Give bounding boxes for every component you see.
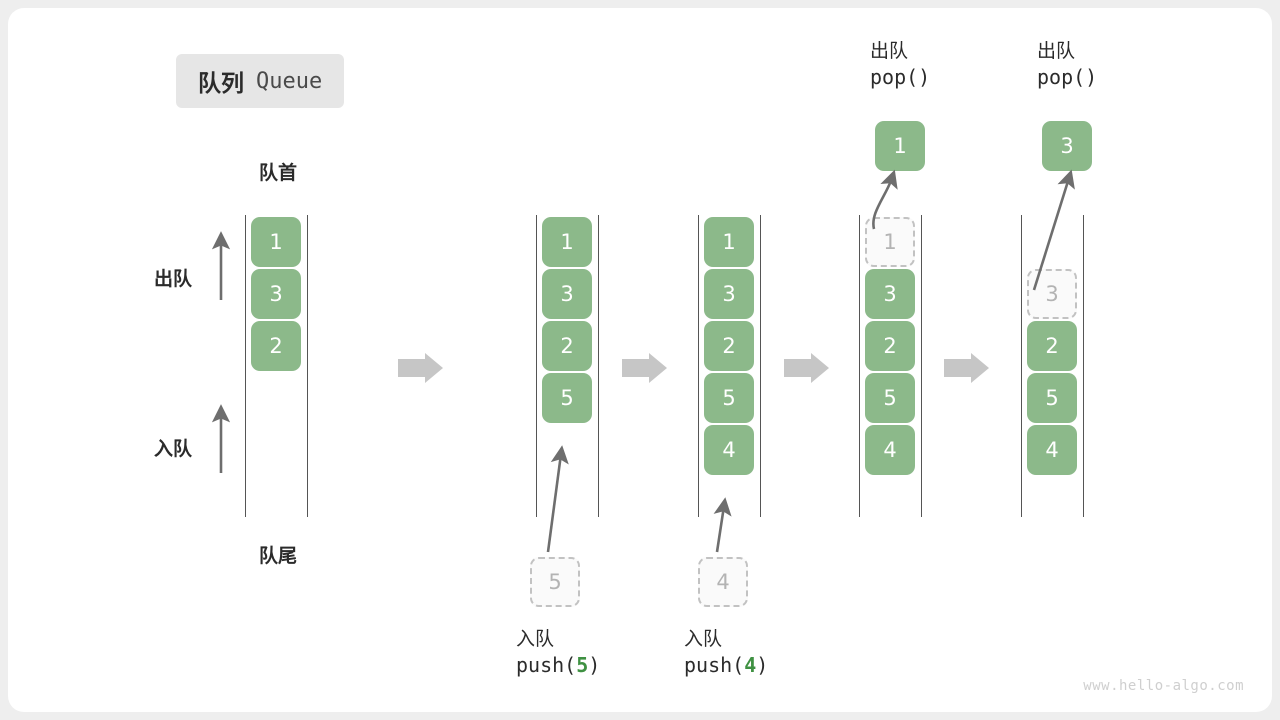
queue-cell: 2	[865, 321, 915, 371]
queue-rail-right	[307, 215, 308, 517]
queue-cell: 3	[1027, 269, 1077, 319]
title-english: Queue	[256, 68, 323, 94]
code-prefix: pop(	[1037, 64, 1086, 89]
code-prefix: push(	[516, 652, 577, 677]
code-argument: 5	[576, 652, 589, 677]
code-prefix: push(	[684, 652, 745, 677]
queue-cell: 3	[704, 269, 754, 319]
diagram-title-badge: 队列 Queue	[176, 54, 345, 108]
queue-cell: 2	[1027, 321, 1077, 371]
code-prefix: pop(	[870, 64, 919, 89]
watermark: www.hello-algo.com	[1083, 678, 1244, 694]
queue-cell: 1	[865, 217, 915, 267]
queue-cell: 4	[865, 425, 915, 475]
code-suffix: )	[588, 652, 601, 677]
queue-cell: 2	[542, 321, 592, 371]
queue-head-label: 队首	[258, 162, 297, 184]
queue-tail-label: 队尾	[258, 545, 297, 567]
queue-rail-right	[598, 215, 599, 517]
operation-label-code: push(5)	[516, 652, 600, 679]
step-transition-arrow	[398, 353, 443, 383]
push-source-cell: 4	[698, 557, 748, 607]
queue-cell: 5	[865, 373, 915, 423]
queue-rail-right	[1083, 215, 1084, 517]
operation-label-cn: 入队	[516, 628, 555, 650]
operation-label-code: pop()	[1037, 64, 1097, 91]
queue-rail-right	[921, 215, 922, 517]
queue-rail-left	[536, 215, 537, 517]
code-argument: 4	[744, 652, 757, 677]
queue-cell: 2	[251, 321, 301, 371]
operation-label-code: pop()	[870, 64, 930, 91]
step-transition-arrow	[784, 353, 829, 383]
operation-label-code: push(4)	[684, 652, 768, 679]
popped-cell: 3	[1042, 121, 1092, 171]
queue-cell: 5	[1027, 373, 1077, 423]
queue-cell: 4	[704, 425, 754, 475]
queue-cell: 3	[251, 269, 301, 319]
code-suffix: )	[918, 64, 931, 89]
operation-label-cn: 出队	[870, 40, 909, 62]
code-suffix: )	[756, 652, 769, 677]
enqueue-direction-label: 入队	[154, 438, 193, 460]
step-transition-arrow	[622, 353, 667, 383]
queue-cell: 5	[704, 373, 754, 423]
queue-cell: 1	[251, 217, 301, 267]
queue-cell: 3	[542, 269, 592, 319]
title-chinese: 队列	[198, 71, 244, 97]
dequeue-direction-label: 出队	[154, 268, 193, 290]
queue-cell: 1	[704, 217, 754, 267]
queue-rail-right	[760, 215, 761, 517]
queue-rail-left	[245, 215, 246, 517]
queue-cell: 5	[542, 373, 592, 423]
queue-rail-left	[859, 215, 860, 517]
queue-cell: 1	[542, 217, 592, 267]
queue-cell: 3	[865, 269, 915, 319]
operation-label-cn: 出队	[1037, 40, 1076, 62]
code-suffix: )	[1085, 64, 1098, 89]
push-source-cell: 5	[530, 557, 580, 607]
queue-cell: 4	[1027, 425, 1077, 475]
queue-cell: 2	[704, 321, 754, 371]
step-transition-arrow	[944, 353, 989, 383]
operation-label-cn: 入队	[684, 628, 723, 650]
popped-cell: 1	[875, 121, 925, 171]
queue-rail-left	[698, 215, 699, 517]
queue-rail-left	[1021, 215, 1022, 517]
